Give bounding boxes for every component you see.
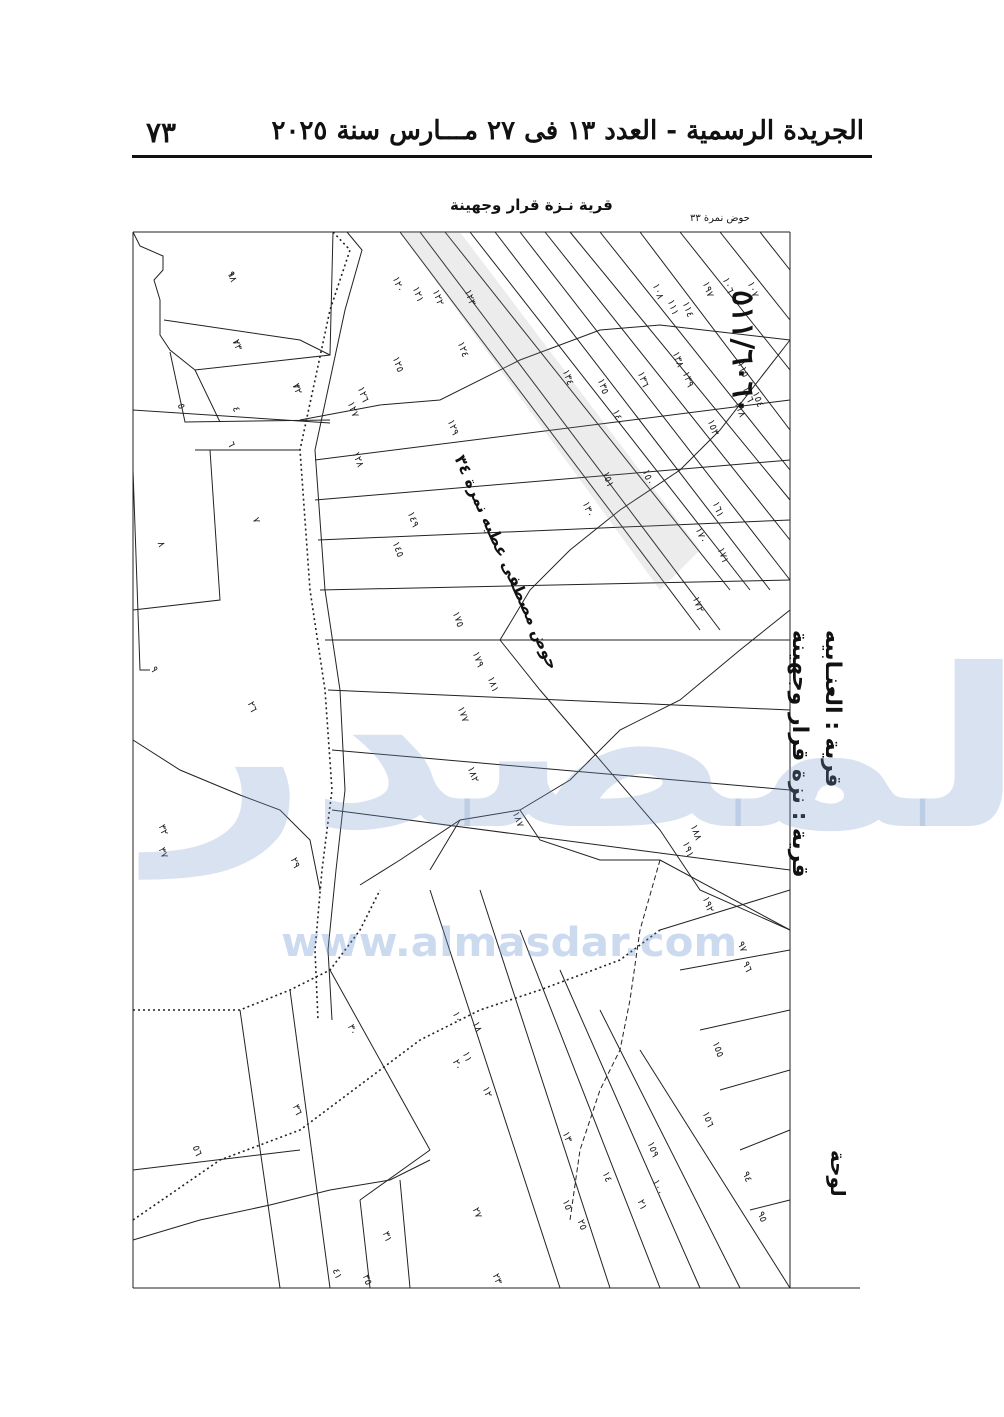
map-drawing	[132, 231, 860, 1289]
page-number: ٧٣	[146, 116, 177, 149]
issue-title: الجريدة الرسمية - العدد ١٣ فى ٢٧ مـــارس…	[271, 116, 864, 146]
watermark-url: www.almasdar.com	[281, 920, 738, 966]
side-sheet-label: لوحة	[826, 1150, 850, 1197]
header-rule	[132, 155, 872, 158]
page-header: ٧٣ الجريدة الرسمية - العدد ١٣ فى ٢٧ مـــ…	[132, 110, 872, 154]
watermark-brand: المصدر	[150, 622, 1004, 878]
sheet-code: ٥١١/٦٠٦٠	[725, 290, 760, 414]
village-label: قرية نـزة قرار وجهينة	[450, 196, 613, 214]
basin-top-label: حوض نمرة ٣٣	[690, 213, 750, 224]
